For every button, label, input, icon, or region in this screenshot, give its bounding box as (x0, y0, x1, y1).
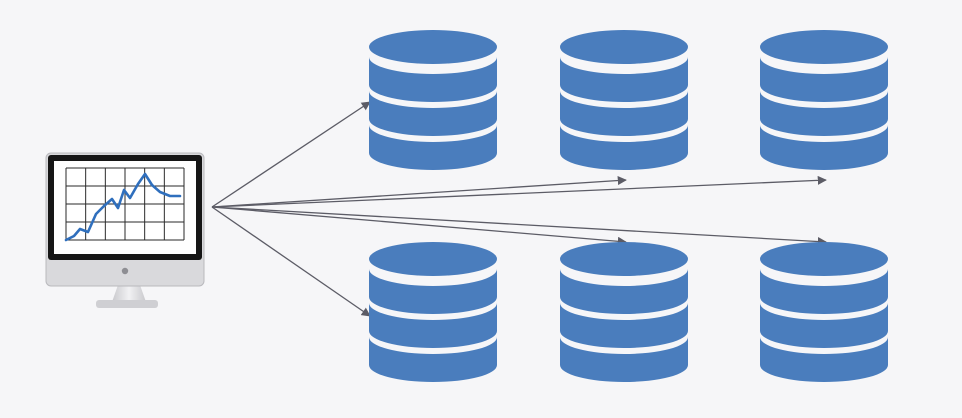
arrow-db-top-1 (211, 101, 371, 208)
chart-monitor-icon (45, 152, 205, 308)
database-band (369, 91, 497, 136)
monitor-logo-icon (121, 267, 129, 275)
arrow-db-bottom-3 (211, 206, 827, 247)
database-band (369, 337, 497, 382)
database-band (760, 125, 888, 170)
database-top (369, 30, 497, 64)
database-band (369, 303, 497, 348)
database-top (560, 242, 688, 276)
databases (369, 30, 888, 382)
database-icon (369, 30, 497, 170)
database-band (760, 57, 888, 102)
database-icon (760, 30, 888, 170)
database-band (560, 303, 688, 348)
database-band (760, 269, 888, 314)
arrow-db-top-2 (211, 175, 627, 208)
arrow-db-bottom-1 (211, 206, 371, 317)
monitor-stand (112, 285, 146, 302)
database-band (760, 303, 888, 348)
chart-line (64, 172, 182, 242)
database-band (560, 91, 688, 136)
database-icon (560, 30, 688, 170)
database-band (560, 57, 688, 102)
database-icon (369, 242, 497, 382)
database-band (560, 269, 688, 314)
connection-arrows (211, 101, 827, 317)
database-band (369, 269, 497, 314)
database-top (560, 30, 688, 64)
database-band (560, 337, 688, 382)
database-top (760, 242, 888, 276)
database-band (760, 91, 888, 136)
arrow-db-top-3 (211, 175, 827, 208)
database-top (369, 242, 497, 276)
database-band (560, 125, 688, 170)
database-top (760, 30, 888, 64)
database-icon (760, 242, 888, 382)
database-band (369, 125, 497, 170)
database-icon (560, 242, 688, 382)
arrow-db-bottom-2 (211, 206, 627, 246)
monitor-foot (96, 300, 158, 308)
database-band (369, 57, 497, 102)
database-band (760, 337, 888, 382)
